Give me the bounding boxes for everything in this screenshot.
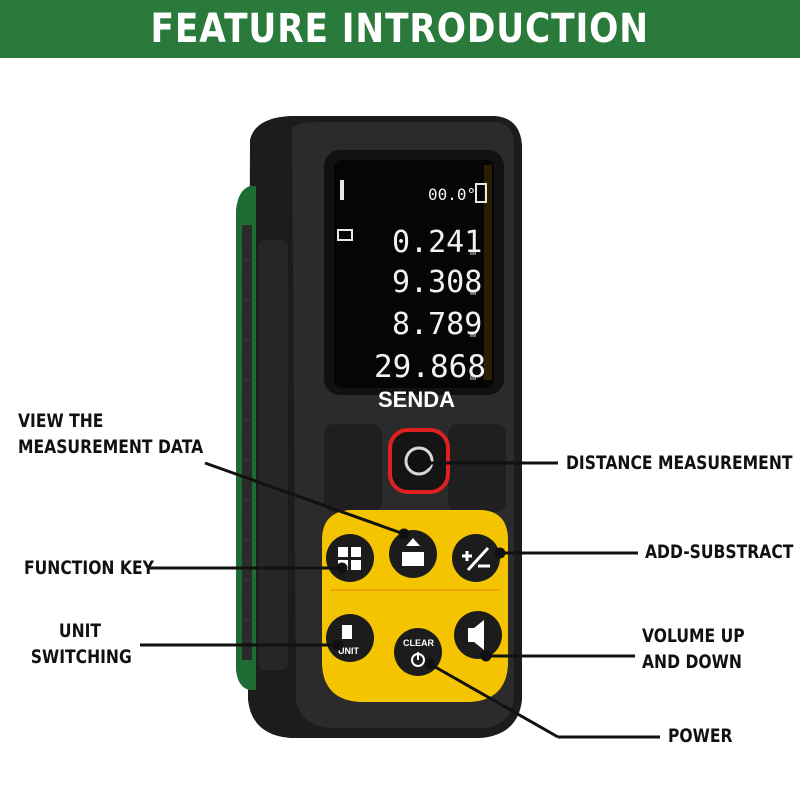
callout-power: POWER xyxy=(668,725,733,747)
callout-function-key: FUNCTION KEY xyxy=(24,557,154,579)
angle-readout: 00.0° xyxy=(428,185,476,204)
reading-2-unit: m xyxy=(470,287,476,298)
add-subtract-key[interactable] xyxy=(452,534,500,582)
callout-volume-line2: AND DOWN xyxy=(642,651,742,673)
callout-view-data-line2: MEASUREMENT DATA xyxy=(18,436,204,458)
battery-icon xyxy=(475,183,487,203)
reading-1-unit: m xyxy=(470,247,476,258)
callout-view-data-line1: VIEW THE xyxy=(18,410,104,432)
reference-icon xyxy=(337,229,353,241)
power-clear-key[interactable]: CLEAR xyxy=(394,628,442,676)
callout-lines xyxy=(140,457,660,739)
reading-3-unit: m xyxy=(470,329,476,340)
callout-add-subtract: ADD-SUBSTRACT xyxy=(645,541,794,563)
reading-2: 9.308 xyxy=(392,265,482,300)
clear-key-label: CLEAR xyxy=(403,638,434,648)
lcd-screen xyxy=(334,160,494,388)
unit-key-label: UNIT xyxy=(338,646,359,656)
brand-logo: SENDA xyxy=(378,387,455,412)
callout-unit-line2: SWITCHING xyxy=(30,646,132,668)
reading-4: 29.868 xyxy=(374,349,486,385)
reading-4-unit: m xyxy=(470,372,476,383)
callout-view-data: VIEW THE MEASUREMENT DATA xyxy=(18,408,203,460)
reading-1: 0.241 xyxy=(392,225,482,260)
function-key[interactable] xyxy=(326,534,374,582)
volume-key[interactable] xyxy=(454,611,502,659)
callout-distance-measurement: DISTANCE MEASUREMENT xyxy=(566,452,793,474)
callout-volume-line1: VOLUME UP xyxy=(642,625,745,647)
callout-unit-switching: UNIT SWITCHING xyxy=(30,618,132,670)
callout-unit-line1: UNIT xyxy=(58,620,102,642)
unit-key[interactable]: UNIT xyxy=(326,614,374,662)
view-data-key[interactable] xyxy=(389,530,437,578)
callout-volume: VOLUME UP AND DOWN xyxy=(642,623,745,675)
header-banner: FEATURE INTRODUCTION xyxy=(0,0,800,58)
reading-3: 8.789 xyxy=(392,307,482,342)
page-title: FEATURE INTRODUCTION xyxy=(150,6,650,52)
